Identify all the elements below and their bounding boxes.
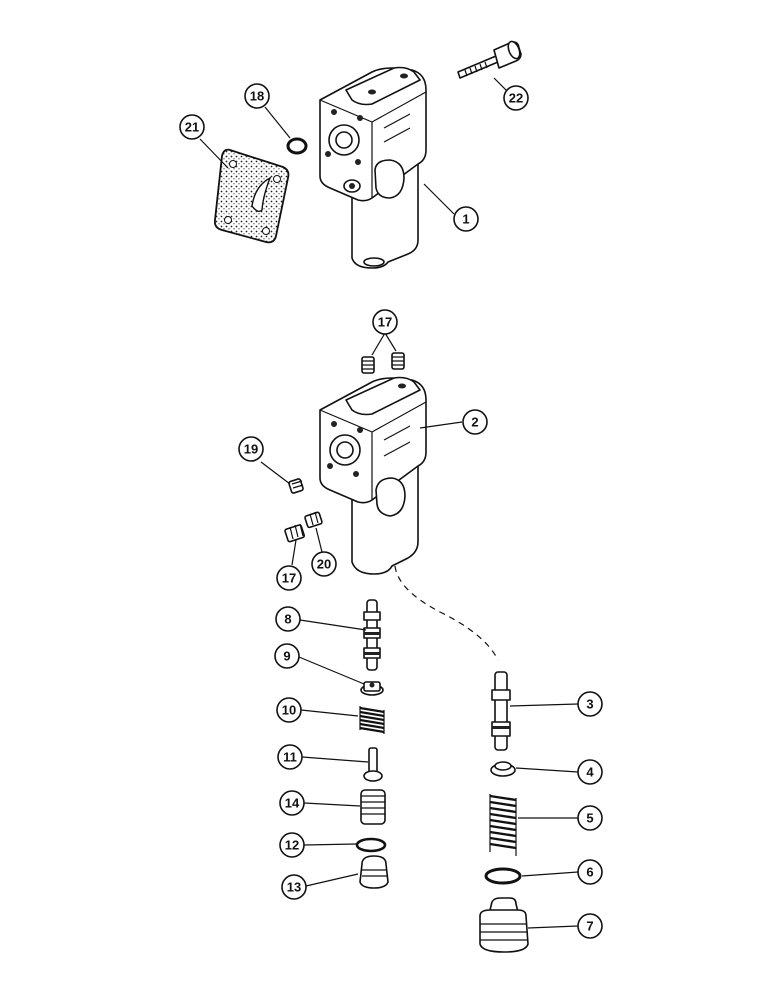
callout-17-lower-label: 17 [282,571,296,586]
plug-17-upper-part [361,352,405,374]
callout-20: 20 [311,551,337,577]
sleeve-14-part [360,789,386,825]
valve-housing-assembly-part [319,66,427,269]
callout-17-upper: 17 [372,309,398,335]
callout-5-label: 5 [586,811,593,826]
plug-17-lower-part [284,523,306,543]
callout-8: 8 [275,606,301,632]
callout-20-label: 20 [317,557,331,572]
callout-4: 4 [577,759,603,785]
callout-21-label: 21 [185,120,199,135]
callout-18: 18 [244,83,270,109]
callout-4-label: 4 [586,765,594,780]
callout-19: 19 [238,436,264,462]
plug-7-part [479,897,529,953]
leader-lines [199,77,579,929]
callout-10: 10 [276,697,302,723]
callout-13-label: 13 [287,880,301,895]
cap-screw-part [457,40,522,79]
callout-6: 6 [577,859,603,885]
callout-7: 7 [577,913,603,939]
callout-5: 5 [577,805,603,831]
callout-17-upper-label: 17 [378,315,392,330]
callout-12-label: 12 [285,838,299,853]
callout-12: 12 [279,832,305,858]
callout-7-label: 7 [586,919,593,934]
callout-19-label: 19 [244,442,258,457]
pilot-spool-3-part [491,671,511,751]
callout-3-label: 3 [586,697,593,712]
callout-13: 13 [281,874,307,900]
callout-11-label: 11 [283,750,297,765]
plug-19-part [288,478,304,494]
callout-2: 2 [462,409,488,435]
callout-22: 22 [503,85,529,111]
callout-1: 1 [453,206,479,232]
valve-body-part [319,376,499,661]
callout-11: 11 [277,744,303,770]
callout-18-label: 18 [250,89,264,104]
o-ring-12-part [355,837,387,853]
callout-21: 21 [179,114,205,140]
callout-17-lower: 17 [276,565,302,591]
callout-22-label: 22 [509,91,523,106]
callout-2-label: 2 [471,415,478,430]
o-ring-18-part [286,137,308,155]
callout-9: 9 [274,643,300,669]
retainer-4-part [490,761,516,777]
o-ring-6-part [484,867,522,885]
pin-11-part [363,747,383,782]
callout-6-label: 6 [586,865,593,880]
callout-10-label: 10 [282,703,296,718]
gasket-part [213,148,290,244]
spring-10-part [359,706,385,734]
callout-1-label: 1 [462,212,469,227]
callout-14-label: 14 [285,796,300,811]
callout-14: 14 [279,790,305,816]
plug-20-part [304,511,323,529]
plug-13-part [359,855,389,889]
callout-8-label: 8 [284,612,291,627]
spool-8-part [363,599,381,671]
spring-5-part [489,794,517,856]
callout-9-label: 9 [283,649,290,664]
callout-3: 3 [577,691,603,717]
retainer-9-part [360,681,384,696]
